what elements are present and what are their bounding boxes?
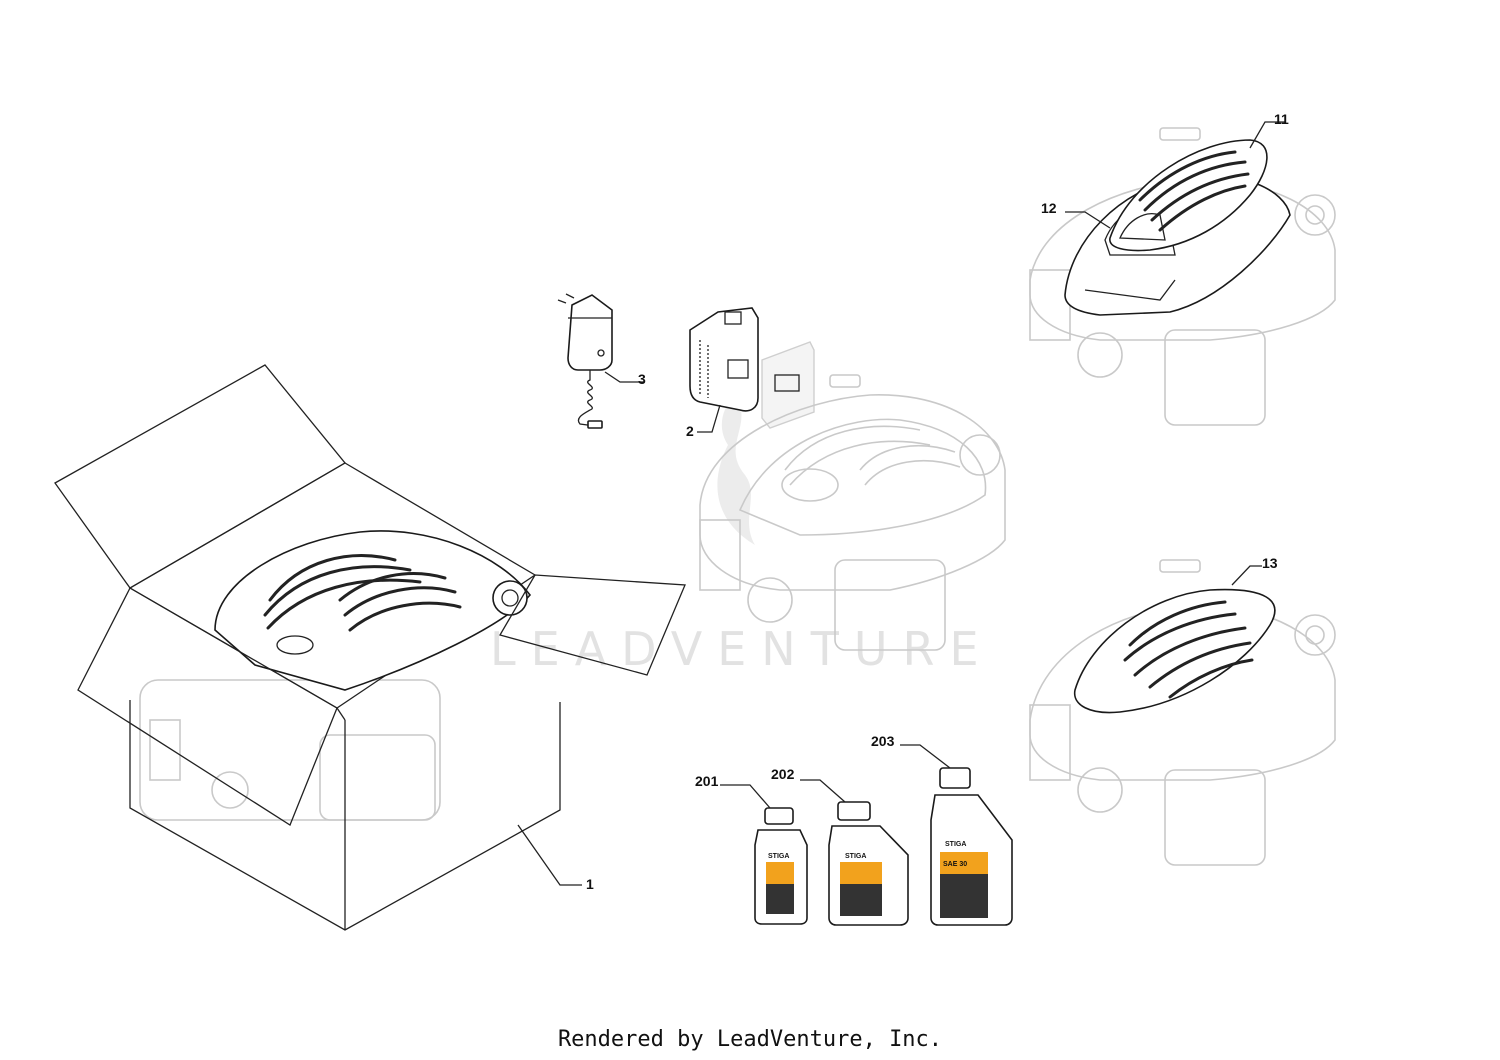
footer-credit: Rendered by LeadVenture, Inc.: [558, 1027, 942, 1052]
box-flap-right: [499, 574, 686, 676]
part-201-oil-bottle: STIGA 201: [695, 773, 808, 925]
callout-202: 202: [771, 766, 795, 782]
part-2-battery: 2: [686, 307, 815, 439]
callout-201: 201: [695, 773, 719, 789]
callout-2: 2: [686, 423, 694, 439]
engine-ghost-center: [699, 374, 1006, 651]
engine-in-box: [214, 530, 532, 691]
bottle-203-grade: SAE 30: [943, 861, 967, 868]
part-3-charger: 3: [557, 293, 646, 429]
callout-11: 11: [1274, 111, 1289, 127]
bottle-202-brand: STIGA: [845, 853, 866, 860]
bottle-201-brand: STIGA: [768, 853, 789, 860]
callout-12: 12: [1041, 200, 1057, 216]
callout-1: 1: [586, 876, 594, 892]
bottle-203-brand: STIGA: [945, 841, 966, 848]
engine-ghost-in-box: [139, 679, 441, 821]
box-flap-front-left: [77, 587, 338, 826]
part-13-grill-cover: [1073, 588, 1276, 714]
watermark-text: LEADVENTURE: [490, 622, 994, 676]
part-203-oil-bottle: SAE 30 STIGA 203: [871, 733, 1013, 926]
part-11-grill-cover: [1109, 139, 1268, 252]
part-13-engine: 13: [1029, 555, 1336, 866]
leader-1: [517, 824, 582, 886]
part-202-oil-bottle: STIGA 202: [771, 766, 909, 926]
part-1-box-engine: 1: [54, 364, 686, 931]
part-11-12-engine: 11 12: [1029, 111, 1336, 426]
flame-icon: [717, 395, 755, 545]
callout-13: 13: [1262, 555, 1278, 571]
watermark: LEADVENTURE: [490, 395, 994, 676]
callout-203: 203: [871, 733, 895, 749]
callout-3: 3: [638, 371, 646, 387]
